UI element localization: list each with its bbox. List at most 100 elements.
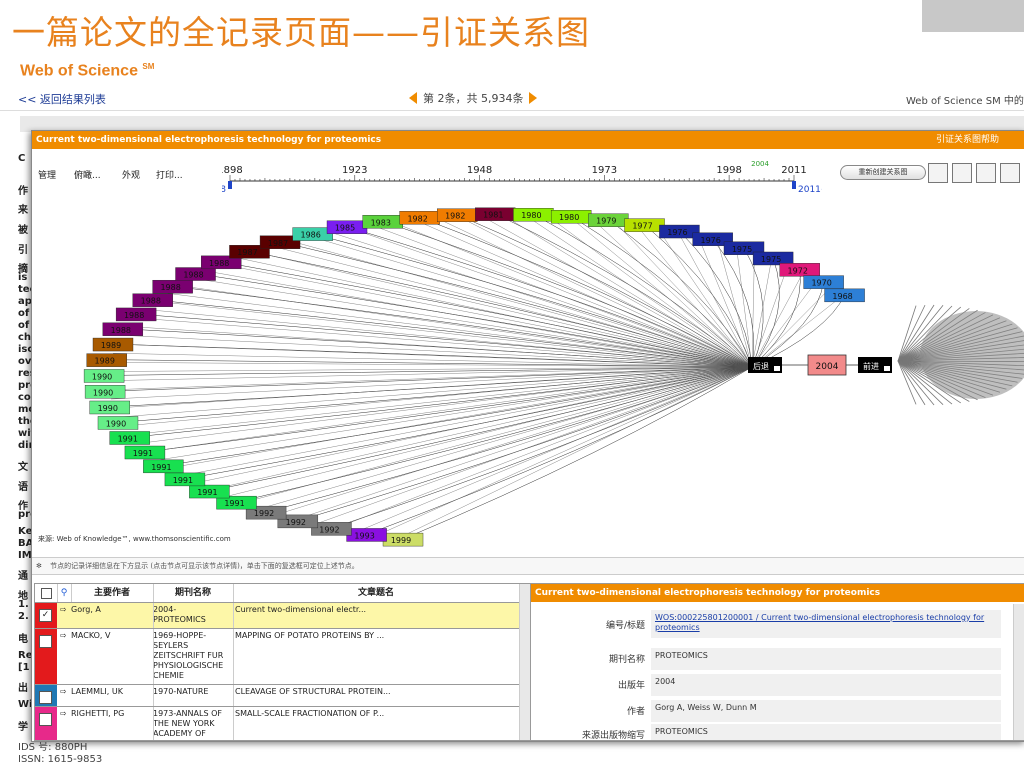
collapse-icon[interactable] xyxy=(976,163,996,183)
year-node-box[interactable] xyxy=(92,337,134,352)
year-node[interactable]: 1989 xyxy=(92,337,134,352)
year-node[interactable]: 1976 xyxy=(659,224,700,239)
year-node[interactable]: 1977 xyxy=(624,218,665,232)
year-node[interactable]: 1991 xyxy=(164,472,206,487)
year-node[interactable]: 1987 xyxy=(259,235,301,249)
table-scrollbar[interactable] xyxy=(519,584,530,740)
year-node[interactable]: 1990 xyxy=(89,400,130,415)
table-header-journal[interactable]: 期刊名称 xyxy=(153,584,234,602)
year-node-box[interactable] xyxy=(132,293,173,307)
year-node[interactable]: 1990 xyxy=(97,416,139,430)
back-collapse-icon[interactable] xyxy=(774,366,780,371)
menu-appearance[interactable]: 外观 xyxy=(122,171,141,181)
year-node[interactable]: 1991 xyxy=(109,431,150,445)
year-node[interactable]: 1990 xyxy=(83,369,125,383)
row-link-icon[interactable]: ⇨ xyxy=(60,709,67,718)
year-node[interactable]: 1999 xyxy=(382,532,424,547)
year-node[interactable]: 1991 xyxy=(124,445,166,460)
year-node[interactable]: 1992 xyxy=(277,514,319,529)
next-record-icon[interactable] xyxy=(529,92,538,104)
year-node-box[interactable] xyxy=(102,322,144,336)
table-header-author[interactable]: 主要作者 xyxy=(71,584,154,602)
year-node-box[interactable] xyxy=(115,307,157,322)
year-node[interactable]: 1992 xyxy=(311,522,352,536)
year-node[interactable]: 1982 xyxy=(437,208,478,222)
year-node[interactable]: 1988 xyxy=(132,293,173,307)
forward-collapse-icon[interactable] xyxy=(884,366,890,371)
year-node-box[interactable] xyxy=(164,472,206,487)
year-node-box[interactable] xyxy=(89,400,130,415)
year-node[interactable]: 1980 xyxy=(550,210,592,224)
table-header-title[interactable]: 文章题名 xyxy=(233,584,520,602)
year-node[interactable]: 1988 xyxy=(175,267,216,281)
timeline-end-handle[interactable] xyxy=(792,181,796,189)
table-select-all-header[interactable] xyxy=(35,584,58,602)
year-node[interactable]: 1991 xyxy=(216,495,257,510)
year-node[interactable]: 1990 xyxy=(84,385,126,399)
row-checkbox[interactable] xyxy=(39,635,52,648)
year-node-box[interactable] xyxy=(803,275,844,289)
forward-node-box[interactable] xyxy=(858,357,892,373)
row-checkbox[interactable] xyxy=(39,713,52,726)
year-node[interactable]: 1972 xyxy=(779,263,820,277)
year-node-box[interactable] xyxy=(86,353,127,367)
year-node[interactable]: 1975 xyxy=(723,241,765,255)
year-node[interactable]: 1982 xyxy=(399,211,440,225)
citation-map[interactable]: 1999199319921992199219911991199119911991… xyxy=(32,193,1024,553)
select-all-checkbox[interactable] xyxy=(40,588,52,599)
year-node[interactable]: 1988 xyxy=(102,322,144,336)
year-node-box[interactable] xyxy=(143,459,184,474)
year-node-box[interactable] xyxy=(824,288,865,303)
expand-icon[interactable] xyxy=(952,163,972,183)
year-node-box[interactable] xyxy=(83,369,125,383)
citation-map-help-link[interactable]: 引证关系图帮助 xyxy=(936,135,1000,145)
row-link-icon[interactable]: ⇨ xyxy=(60,687,67,696)
row-link-icon[interactable]: ⇨ xyxy=(60,605,67,614)
year-node[interactable]: 1992 xyxy=(245,505,287,520)
year-node-box[interactable] xyxy=(692,232,733,246)
year-node-box[interactable] xyxy=(109,431,150,445)
year-node-box[interactable] xyxy=(723,241,765,255)
year-node-box[interactable] xyxy=(659,224,700,239)
year-node-box[interactable] xyxy=(124,445,166,460)
year-node[interactable]: 1979 xyxy=(588,213,629,227)
export-icon[interactable] xyxy=(1000,163,1020,183)
year-node[interactable]: 1988 xyxy=(115,307,157,322)
menu-print[interactable]: 打印... xyxy=(156,171,183,181)
year-node-box[interactable] xyxy=(311,522,352,536)
year-node[interactable]: 1975 xyxy=(752,251,794,266)
year-timeline[interactable]: 189819231948197319982011200418982011< xyxy=(222,161,822,201)
row-checkbox[interactable] xyxy=(39,691,52,704)
timeline-start-handle[interactable] xyxy=(228,181,232,189)
year-node[interactable]: 1986 xyxy=(292,227,333,241)
year-node[interactable]: 1988 xyxy=(201,255,242,270)
year-node-box[interactable] xyxy=(152,279,193,294)
year-node-box[interactable] xyxy=(752,251,794,266)
year-node-box[interactable] xyxy=(216,495,257,510)
year-node-box[interactable] xyxy=(779,263,820,277)
year-node-box[interactable] xyxy=(259,235,301,249)
year-node[interactable]: 1970 xyxy=(803,275,844,289)
center-node[interactable]: 2004 xyxy=(807,354,847,376)
year-node[interactable]: 1983 xyxy=(362,215,403,229)
menu-overview[interactable]: 俯瞰... xyxy=(74,171,101,181)
year-node-box[interactable] xyxy=(277,514,319,529)
year-node[interactable]: 1981 xyxy=(475,207,516,221)
year-node-box[interactable] xyxy=(245,505,287,520)
back-node[interactable]: 后退 xyxy=(748,357,782,373)
detail-field-link[interactable]: WOS:000225801200001 / Current two-dimens… xyxy=(651,610,1001,638)
year-node[interactable]: 1993 xyxy=(346,528,387,542)
year-node[interactable]: 1989 xyxy=(86,353,127,367)
year-node-box[interactable] xyxy=(175,267,216,281)
year-node-box[interactable] xyxy=(292,227,333,241)
year-node-box[interactable] xyxy=(189,484,230,499)
year-node-box[interactable] xyxy=(84,385,126,399)
year-node[interactable]: 1968 xyxy=(824,288,865,303)
year-node-box[interactable] xyxy=(97,416,139,430)
year-node[interactable]: 1991 xyxy=(189,484,230,499)
back-to-results-link[interactable]: << 返回结果列表 xyxy=(18,93,106,106)
year-node-box[interactable] xyxy=(201,255,242,270)
